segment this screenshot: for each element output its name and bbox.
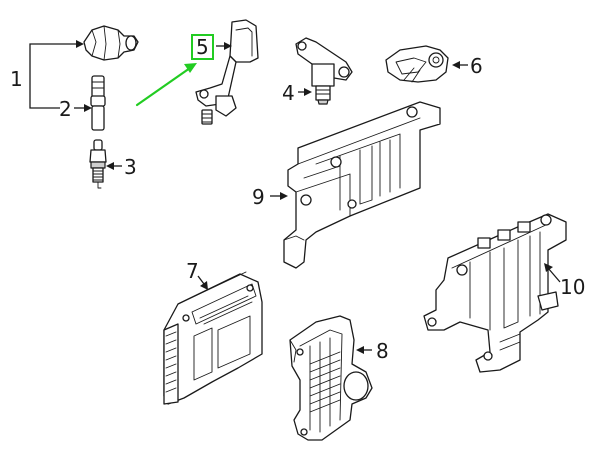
leader-10 [544, 263, 561, 283]
part-1-ignition-coil [83, 25, 139, 61]
leader-5 [216, 42, 232, 50]
callout-9[interactable]: 9 [252, 185, 265, 209]
part-8-module-holder [289, 315, 373, 441]
callout-6[interactable]: 6 [470, 54, 483, 78]
callout-4[interactable]: 4 [282, 81, 295, 105]
highlight-box [191, 34, 214, 60]
part-6-sensor [385, 45, 449, 83]
callout-3[interactable]: 3 [124, 155, 137, 179]
leader-2 [74, 104, 92, 112]
part-5-sensor [195, 19, 259, 125]
part-9-bracket [283, 101, 441, 269]
part-7-control-module [163, 271, 263, 405]
callout-8[interactable]: 8 [376, 339, 389, 363]
leader-4 [298, 88, 312, 96]
leader-9 [270, 192, 288, 200]
callout-1[interactable]: 1 [10, 67, 23, 91]
leader-6 [452, 61, 468, 69]
leader-1 [29, 40, 84, 109]
part-3-spark-plug [89, 139, 107, 189]
callout-5[interactable]: 5 [196, 35, 209, 59]
leader-8 [356, 346, 372, 354]
highlight-arrow [135, 66, 192, 107]
part-10-mounting-bracket [423, 213, 567, 373]
part-2-coil-extension [90, 75, 106, 131]
callout-7[interactable]: 7 [186, 259, 199, 283]
highlight-arrowhead [184, 63, 197, 73]
leader-3 [106, 162, 122, 170]
callout-2[interactable]: 2 [59, 97, 72, 121]
highlight-callout-5 [135, 34, 214, 107]
leader-7 [197, 275, 208, 290]
part-4-position-sensor [295, 37, 353, 105]
callout-10[interactable]: 10 [560, 275, 585, 299]
